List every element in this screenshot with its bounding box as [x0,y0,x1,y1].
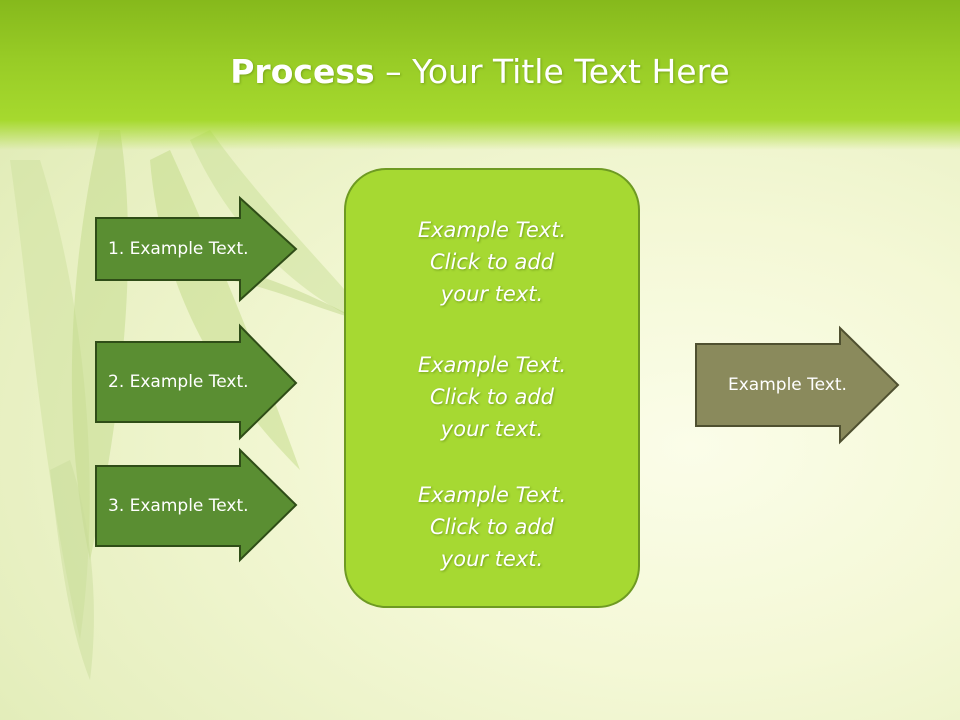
center-text-block-1[interactable]: Example Text. Click to add your text. [346,214,638,310]
center-block-2-line-1: Example Text. [417,353,567,377]
left-arrow-1[interactable]: 1. Example Text. [95,195,298,303]
center-block-1-line-1: Example Text. [417,218,567,242]
center-text-block-3[interactable]: Example Text. Click to add your text. [346,479,638,575]
left-arrow-2-label: 2. Example Text. [108,372,249,392]
center-block-3-line-1: Example Text. [417,483,567,507]
title-bold: Process [230,52,375,91]
center-block-2-line-3: your text. [440,417,544,441]
left-arrow-3-label: 3. Example Text. [108,496,249,516]
center-block-1-line-2: Click to add [429,250,554,274]
left-arrow-2[interactable]: 2. Example Text. [95,323,298,441]
center-text-block-2[interactable]: Example Text. Click to add your text. [346,349,638,445]
title-rest: – Your Title Text Here [374,52,730,91]
center-text-box[interactable]: Example Text. Click to add your text. Ex… [344,168,640,608]
center-block-1-line-3: your text. [440,282,544,306]
center-block-3-line-2: Click to add [429,515,554,539]
left-arrow-3[interactable]: 3. Example Text. [95,447,298,563]
center-block-2-line-2: Click to add [429,385,554,409]
title-bar: Process – Your Title Text Here [0,0,960,150]
slide-title[interactable]: Process – Your Title Text Here [0,52,960,91]
left-arrow-1-label: 1. Example Text. [108,239,249,259]
right-arrow-label: Example Text. [728,375,847,395]
right-arrow[interactable]: Example Text. [695,325,900,445]
center-block-3-line-3: your text. [440,547,544,571]
